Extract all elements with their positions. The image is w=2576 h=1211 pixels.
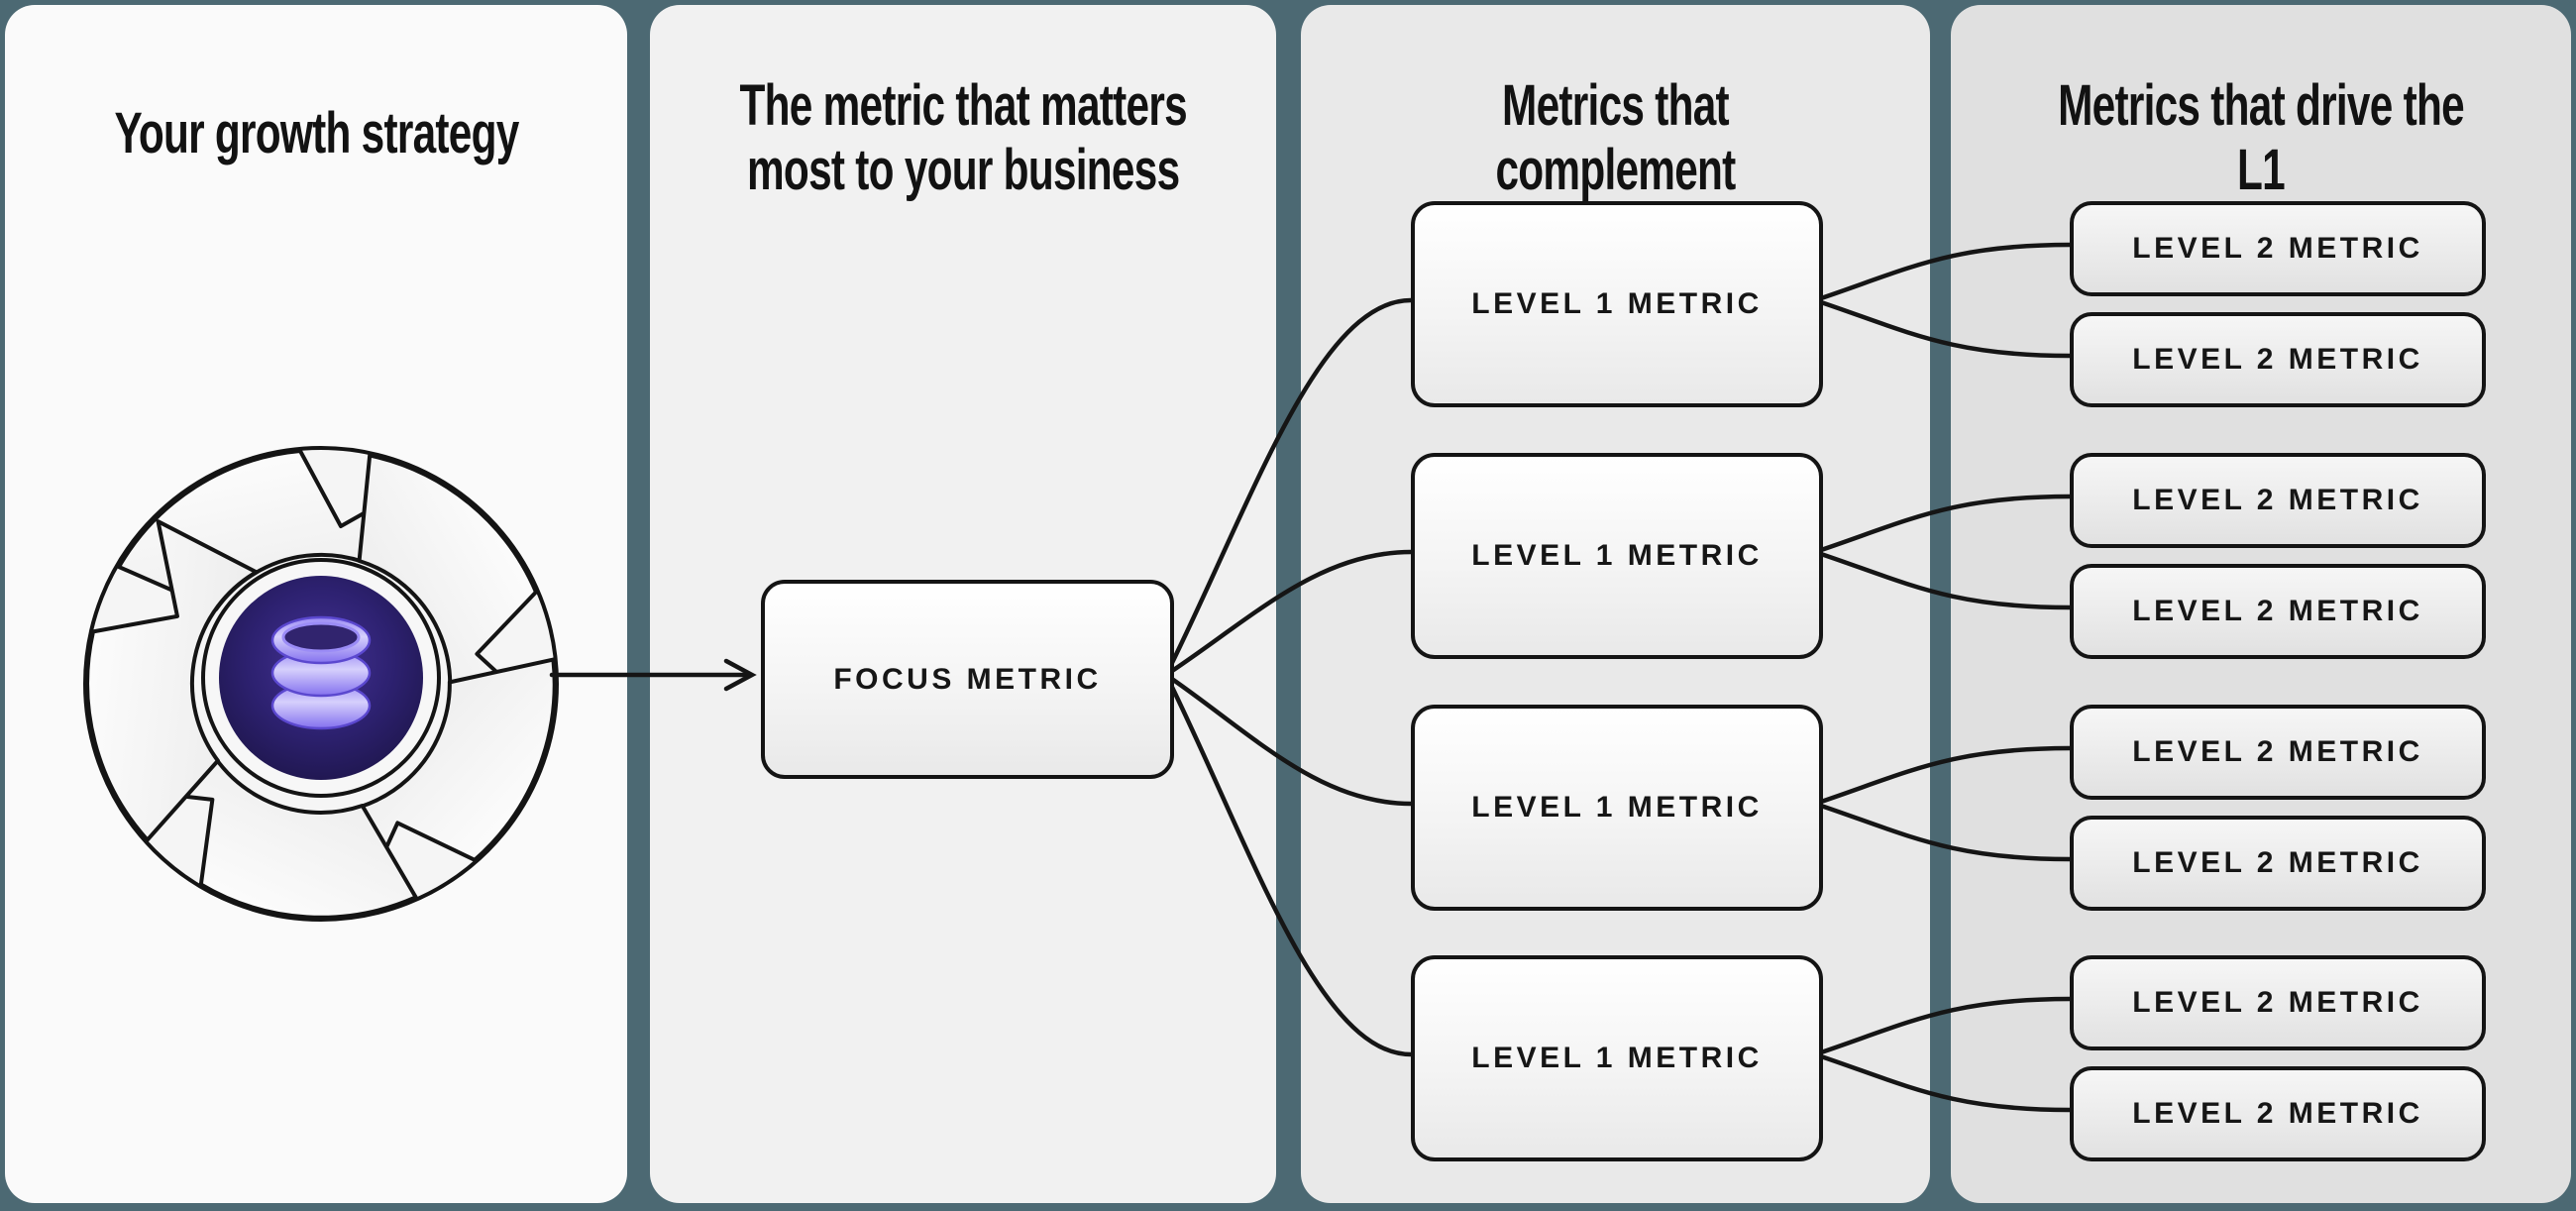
- connectors-l1-to-l2: [1812, 242, 2073, 1113]
- arrow-right-icon: [549, 658, 757, 692]
- level2-metric-node: LEVEL 2 METRIC: [2070, 955, 2486, 1050]
- level1-metric-node: LEVEL 1 METRIC: [1411, 201, 1823, 407]
- level2-metric-node: LEVEL 2 METRIC: [2070, 453, 2486, 548]
- level1-metric-node: LEVEL 1 METRIC: [1411, 705, 1823, 911]
- connectors-focus-to-l1: [1163, 297, 1414, 1057]
- database-icon: [270, 615, 372, 730]
- level2-metric-node: LEVEL 2 METRIC: [2070, 201, 2486, 296]
- column-header-focus-metric: The metric that matters most to your bus…: [739, 73, 1187, 202]
- level2-metric-node: LEVEL 2 METRIC: [2070, 1066, 2486, 1161]
- focus-metric-node: FOCUS METRIC: [761, 580, 1174, 779]
- level2-metric-node: LEVEL 2 METRIC: [2070, 816, 2486, 911]
- level2-metric-node: LEVEL 2 METRIC: [2070, 564, 2486, 659]
- level1-metric-node: LEVEL 1 METRIC: [1411, 955, 1823, 1161]
- level2-metric-node: LEVEL 2 METRIC: [2070, 705, 2486, 800]
- level1-metric-node: LEVEL 1 METRIC: [1411, 453, 1823, 659]
- growth-flywheel-icon: [35, 417, 621, 991]
- column-header-growth-strategy: Your growth strategy: [113, 101, 519, 165]
- level2-metric-node: LEVEL 2 METRIC: [2070, 312, 2486, 407]
